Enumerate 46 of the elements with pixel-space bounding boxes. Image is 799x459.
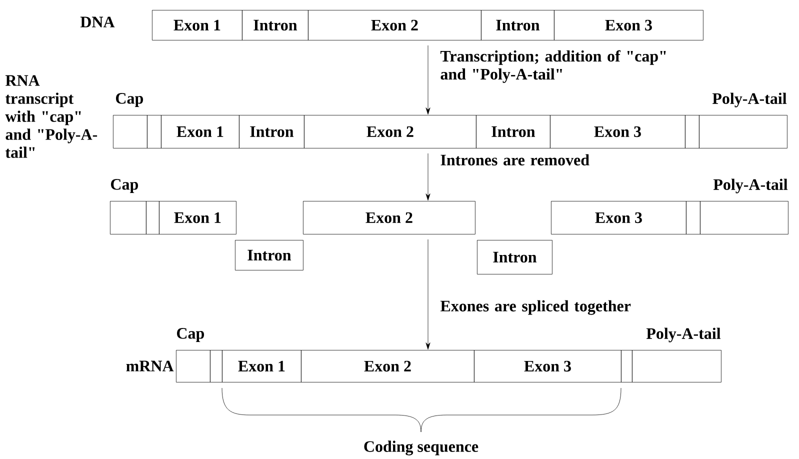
- arrow: [426, 153, 430, 201]
- label: Poly-A-tail: [646, 328, 721, 342]
- exon-segment: Exon 3: [551, 201, 686, 234]
- exon-segment: Intron: [476, 115, 550, 148]
- exon-segment: Exon 2: [308, 10, 482, 40]
- exon-segment: Intron: [239, 115, 304, 148]
- label: Poly-A-tail: [713, 178, 788, 194]
- exon-segment: Exon 1: [159, 201, 236, 234]
- arrow: [426, 45, 430, 115]
- strand-segment: [110, 201, 146, 234]
- edge-label: Exones are spliced together: [440, 300, 631, 315]
- strand-segment: [686, 201, 700, 234]
- strand-segment: [113, 115, 148, 148]
- strand-segment: [621, 350, 632, 382]
- strand-segment: [210, 350, 222, 382]
- exon-segment: Exon 2: [304, 115, 476, 148]
- edge-label: Intrones are removed: [440, 154, 590, 166]
- label: Coding sequence: [364, 440, 478, 456]
- exon-segment: Exon 2: [303, 201, 476, 234]
- exon-segment: Exon 3: [550, 115, 686, 148]
- arrow: [426, 239, 430, 350]
- label: Cap: [177, 328, 204, 342]
- label: DNA: [80, 16, 115, 28]
- strand-segment: [176, 350, 210, 382]
- exon-segment: Intron: [242, 10, 308, 40]
- exon-segment: Exon 1: [161, 115, 240, 148]
- strand-segment: [700, 201, 788, 234]
- exon-segment: Exon 3: [554, 10, 704, 40]
- exon-segment: Intron: [481, 10, 554, 40]
- strand-segment: [146, 201, 160, 234]
- label: RNA transcript with "cap" and "Poly-A-tail": [5, 75, 98, 158]
- edge-label: Transcription; addition of "cap" and "Poly-A-tail": [440, 50, 666, 83]
- label: mRNA: [126, 360, 174, 372]
- strand-segment: [147, 115, 162, 148]
- exon-segment: Intron: [235, 240, 304, 270]
- label: Poly-A-tail: [712, 92, 787, 108]
- strand-segment: [699, 115, 788, 148]
- exon-segment: Exon 1: [152, 10, 242, 40]
- label: Cap: [116, 93, 143, 107]
- exon-segment: Intron: [477, 240, 552, 274]
- label: Cap: [111, 179, 138, 193]
- strand-segment: [632, 350, 722, 382]
- exon-segment: Exon 2: [301, 350, 474, 382]
- strand-segment: [685, 115, 700, 148]
- exon-segment: Exon 3: [474, 350, 622, 382]
- exon-segment: Exon 1: [222, 350, 302, 382]
